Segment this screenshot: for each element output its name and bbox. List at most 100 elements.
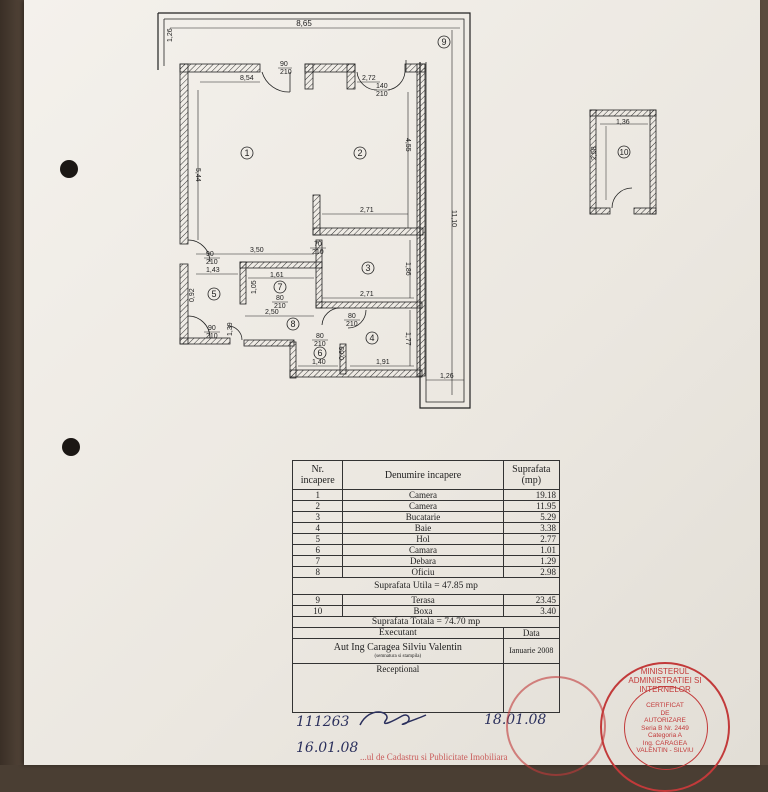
door-label-1-h: 210 bbox=[280, 69, 292, 76]
dim-854: 8,54 bbox=[240, 75, 254, 82]
walls bbox=[179, 63, 426, 379]
door-label-5-h: 210 bbox=[274, 303, 286, 310]
punch-hole-top bbox=[60, 160, 78, 178]
dim-544: 5,44 bbox=[194, 168, 201, 182]
row-name: Bucatarie bbox=[342, 511, 504, 523]
row-nr: 10 bbox=[291, 605, 344, 617]
dim-271a: 2,71 bbox=[360, 207, 374, 214]
handwritten-date-bottom: 16.01.08 bbox=[296, 740, 359, 756]
dim-250: 2,50 bbox=[265, 309, 279, 316]
dim-143: 1,43 bbox=[206, 267, 220, 274]
row-area: 3.40 bbox=[502, 605, 561, 617]
dim-terrace-width: 1,26 bbox=[167, 28, 174, 42]
stamp-line: VALENTIN - SILVIU bbox=[636, 747, 694, 754]
room-number-6: 6 bbox=[317, 348, 322, 358]
row-name: Camera bbox=[342, 500, 504, 512]
dim-177: 1,77 bbox=[404, 332, 411, 346]
room-number-1: 1 bbox=[244, 148, 249, 158]
row-nr: 7 bbox=[291, 555, 344, 567]
room-number-2: 2 bbox=[357, 148, 362, 158]
executant-sub: (semnatura si stampila) bbox=[374, 654, 422, 659]
stamp-line: Seria B Nr. 2449 bbox=[641, 724, 689, 732]
row-area: 1.29 bbox=[502, 555, 561, 567]
row-nr: 1 bbox=[291, 489, 344, 501]
executant-label: Executant bbox=[292, 627, 504, 639]
dim-bottom-right: 1,26 bbox=[440, 373, 454, 380]
door-label-7-w: 80 bbox=[316, 333, 324, 340]
row-nr: 8 bbox=[291, 566, 344, 578]
dim-455: 4,55 bbox=[404, 138, 411, 152]
stamp-ring-text: MINISTERUL ADMINISTRATIEI SI INTERNELOR bbox=[628, 667, 702, 694]
stamp-line: Categoria A bbox=[648, 732, 682, 739]
receptional-label: Receptional bbox=[376, 664, 420, 674]
header-name: Denumire incapere bbox=[342, 460, 504, 490]
room-number-8: 8 bbox=[290, 319, 295, 329]
bottom-stamp-text: ...ul de Cadastru si Publicitate Imobili… bbox=[360, 752, 508, 762]
dim-186: 1,86 bbox=[404, 262, 411, 276]
room-number-5: 5 bbox=[211, 289, 216, 299]
row-name: Baie bbox=[342, 522, 504, 534]
row-nr: 3 bbox=[291, 511, 344, 523]
row-nr: 2 bbox=[291, 500, 344, 512]
room-number-9: 9 bbox=[441, 37, 446, 47]
row-area: 2.98 bbox=[502, 566, 561, 578]
dim-191: 1,91 bbox=[376, 359, 390, 366]
room-number-4: 4 bbox=[369, 333, 374, 343]
door-label-8-w: 90 bbox=[208, 325, 216, 332]
stamp-line: DE bbox=[660, 709, 670, 717]
door-label-3-h: 210 bbox=[312, 249, 324, 256]
stamp-line: AUTORIZARE bbox=[644, 717, 686, 724]
stamp-line: CERTIFICAT bbox=[646, 702, 684, 709]
row-name: Camera bbox=[342, 489, 504, 501]
door-label-8-h: 210 bbox=[206, 333, 218, 340]
header-area: Suprafata (mp) bbox=[502, 460, 561, 490]
row-name: Terasa bbox=[342, 594, 504, 606]
door-label-1-w: 90 bbox=[280, 61, 288, 68]
area-table: Nr. incapere Denumire incapere Suprafata… bbox=[291, 460, 561, 713]
room-number-3: 3 bbox=[365, 263, 370, 273]
dim-271b: 2,71 bbox=[360, 291, 374, 298]
door-label-2-h: 210 bbox=[376, 91, 388, 98]
dim-092: 0,92 bbox=[189, 288, 196, 302]
row-nr: 5 bbox=[291, 533, 344, 545]
dim-272: 2,72 bbox=[362, 75, 376, 82]
row-name: Hol bbox=[342, 533, 504, 545]
dim-140: 1,40 bbox=[312, 359, 326, 366]
row-name: Camara bbox=[342, 544, 504, 556]
dim-139: 1,39 bbox=[227, 322, 234, 336]
row-nr: 4 bbox=[291, 522, 344, 534]
room-number-10: 10 bbox=[620, 148, 629, 157]
handwritten-number: 111263 bbox=[296, 714, 350, 730]
row-area: 11.95 bbox=[502, 500, 561, 512]
suprafata-utila: Suprafata Utila = 47.85 mp bbox=[292, 577, 560, 595]
dim-105: 1,05 bbox=[251, 280, 258, 294]
door-labels: 90 210 140 210 70 210 90 210 80 210 80 2… bbox=[204, 61, 390, 348]
room-number-7: 7 bbox=[277, 282, 282, 292]
dim-161: 1,61 bbox=[270, 272, 284, 279]
door-label-4-h: 210 bbox=[206, 259, 218, 266]
cadastre-stamp bbox=[506, 676, 606, 776]
floor-plan: 8,65 1,26 8,54 2,72 5,44 4,55 2,71 3,50 … bbox=[157, 12, 657, 409]
dimension-lines bbox=[170, 27, 464, 395]
dim-box-258: 2,58 bbox=[591, 146, 598, 160]
header-nr: Nr. incapere bbox=[291, 460, 344, 490]
executant-name: Aut Ing Caragea Silviu Valentin bbox=[333, 642, 462, 653]
door-label-3-w: 70 bbox=[314, 241, 322, 248]
punch-hole-bottom bbox=[62, 438, 80, 456]
row-area: 23.45 bbox=[502, 594, 561, 606]
suprafata-totala: Suprafata Totala = 74.70 mp bbox=[292, 616, 560, 628]
data-label: Data bbox=[502, 627, 561, 639]
stamp-center-text: CERTIFICAT DE AUTORIZARE Seria B Nr. 244… bbox=[626, 702, 704, 755]
door-label-2-w: 140 bbox=[376, 83, 388, 90]
door-label-6-h: 210 bbox=[346, 321, 358, 328]
dim-box-136: 1,36 bbox=[616, 119, 630, 126]
